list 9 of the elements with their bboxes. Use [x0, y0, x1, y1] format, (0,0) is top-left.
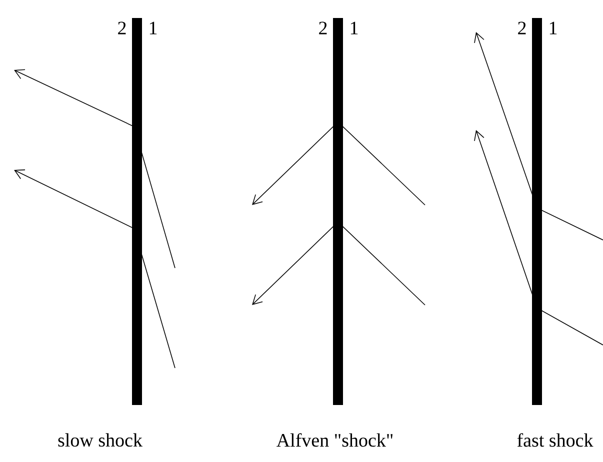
- region-number: 1: [350, 22, 358, 34]
- region-number: 2: [118, 22, 126, 34]
- panel-caption: fast shock: [517, 433, 594, 447]
- panel-caption: slow shock: [58, 433, 142, 447]
- region-number: 2: [518, 22, 526, 34]
- region-number: 1: [550, 22, 557, 34]
- region-number: 1: [150, 22, 157, 34]
- panel-caption: Alfven "shock": [276, 433, 392, 447]
- region-number: 2: [319, 22, 327, 34]
